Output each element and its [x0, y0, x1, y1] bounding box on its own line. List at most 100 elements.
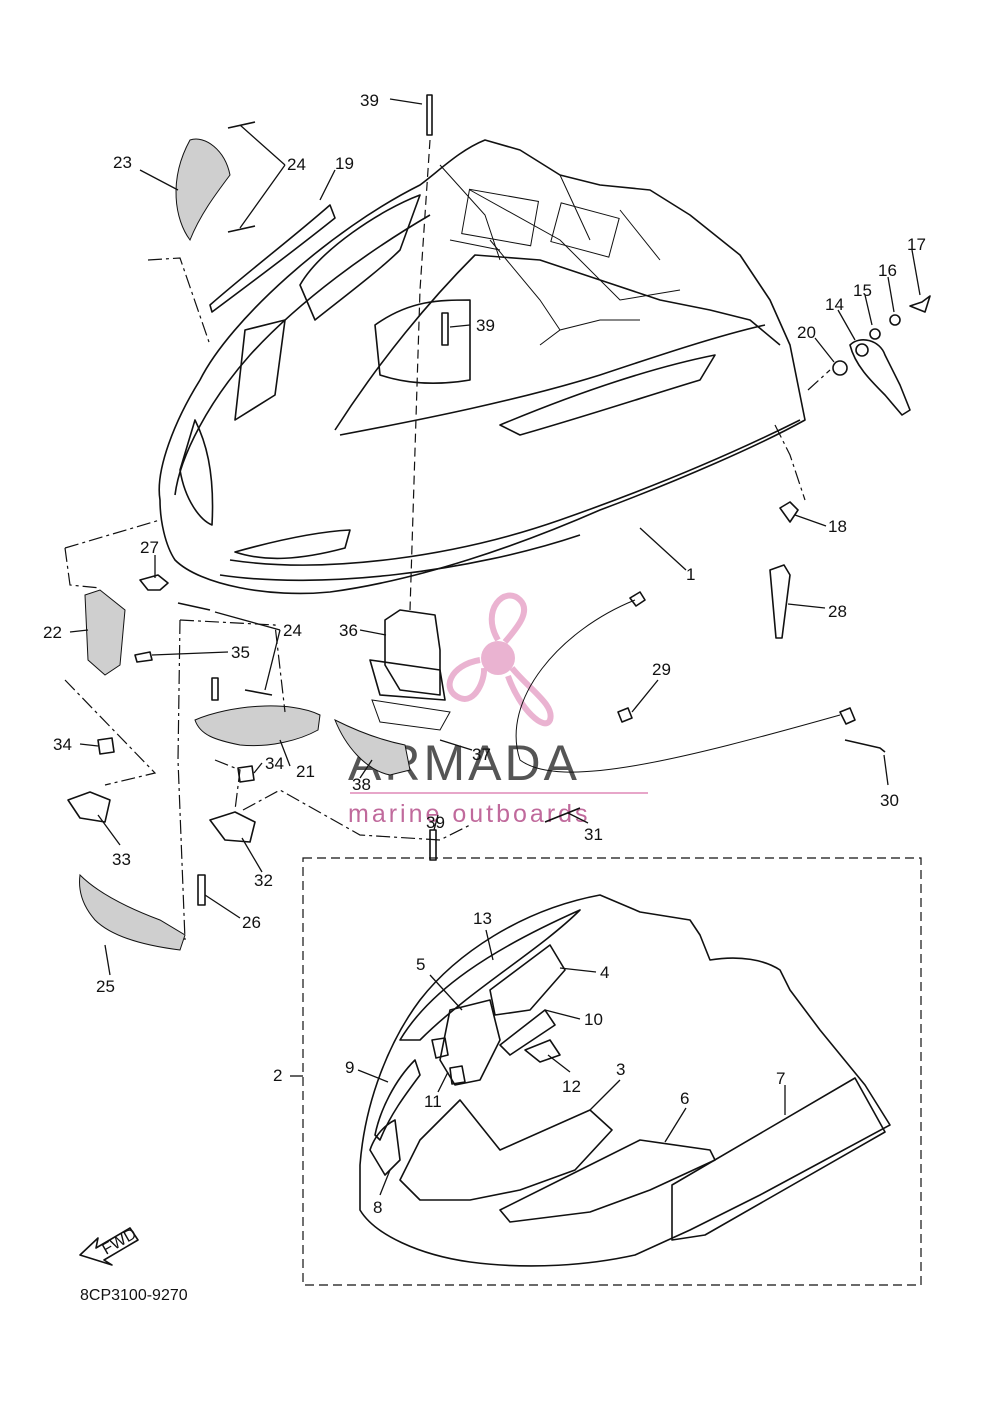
grill-part-25 [79, 873, 186, 951]
callout-30: 30 [880, 791, 899, 810]
callout-16: 16 [878, 261, 897, 280]
callout-25: 25 [96, 977, 115, 996]
callout-34: 34 [265, 754, 284, 773]
rivet-part-39-mid [441, 312, 449, 346]
decal-part-13 [399, 909, 581, 1041]
rivet-part-30 [839, 707, 886, 753]
grill-part-38 [334, 718, 411, 776]
nut-part-18 [779, 501, 799, 523]
callout-33: 33 [112, 850, 131, 869]
callout-24: 24 [283, 621, 302, 640]
rivets-part-24-top [227, 121, 256, 233]
decal-part-10 [499, 1009, 556, 1056]
nut-part-34b [237, 765, 255, 783]
callout-39: 39 [476, 316, 495, 335]
callout-39: 39 [360, 91, 379, 110]
decal-part-12 [524, 1039, 561, 1063]
callout-18: 18 [828, 517, 847, 536]
watermark-tagline: marine outboards [348, 800, 591, 828]
armada-watermark: ARMADA marine outboards [348, 592, 648, 828]
latch-lever-part-14 [849, 339, 911, 416]
screw-part-35 [134, 651, 153, 663]
callout-36: 36 [339, 621, 358, 640]
callouts: 39 23 24 19 39 17 16 15 14 20 18 1 28 27… [43, 91, 926, 1217]
grill-part-21 [194, 705, 321, 747]
clip-part-29 [617, 707, 633, 723]
callout-22: 22 [43, 623, 62, 642]
rivet-part-39-low [429, 829, 437, 861]
callout-27: 27 [140, 538, 159, 557]
callout-23: 23 [113, 153, 132, 172]
callout-8: 8 [373, 1198, 382, 1217]
callout-26: 26 [242, 913, 261, 932]
graphic-set-part-2 [302, 857, 922, 1286]
decal-part-9 [374, 1059, 421, 1141]
grill-part-22 [84, 589, 126, 676]
callout-37: 37 [472, 745, 491, 764]
grommet-part-20 [832, 360, 848, 376]
rivet-part-26 [197, 874, 206, 906]
callout-34: 34 [53, 735, 72, 754]
clip-part-11 [431, 1037, 466, 1085]
duct-part-36 [369, 609, 451, 731]
callout-13: 13 [473, 909, 492, 928]
callout-24: 24 [287, 155, 306, 174]
callout-3: 3 [616, 1060, 625, 1079]
rivet-part-39-top [426, 94, 433, 136]
decal-part-3 [399, 1099, 613, 1201]
clip-part-27 [139, 574, 169, 591]
fwd-label: FWD [99, 1225, 139, 1258]
fwd-arrow-icon: FWD [79, 1225, 139, 1266]
spring-part-31 [544, 807, 581, 823]
decal-part-7 [671, 1077, 886, 1241]
band-part-28 [769, 564, 791, 639]
cable-end-top [629, 591, 646, 607]
callout-2: 2 [273, 1066, 282, 1085]
callout-4: 4 [600, 963, 609, 982]
callout-20: 20 [797, 323, 816, 342]
callout-32: 32 [254, 871, 273, 890]
callout-12: 12 [562, 1077, 581, 1096]
callout-17: 17 [907, 235, 926, 254]
callout-5: 5 [416, 955, 425, 974]
bolt-part-17 [909, 295, 931, 313]
callout-1: 1 [686, 565, 695, 584]
callout-39: 39 [426, 813, 445, 832]
callout-31: 31 [584, 825, 603, 844]
leader-lines [69, 98, 921, 1196]
rivet-part-24-low [244, 689, 273, 696]
callout-28: 28 [828, 602, 847, 621]
decal-part-6 [499, 1139, 716, 1223]
decal-part-5 [439, 999, 501, 1086]
decal-part-8 [369, 1119, 401, 1176]
cable-line [515, 599, 841, 773]
bracket-part-32 [209, 811, 256, 843]
callout-10: 10 [584, 1010, 603, 1029]
nut-part-34a [97, 737, 115, 755]
fasteners [67, 94, 931, 906]
diagram-code: 8CP3100-9270 [80, 1287, 188, 1304]
propeller-logo-icon [446, 592, 554, 727]
stripe-part-19 [209, 204, 336, 313]
top-cowling-part-1 [158, 139, 806, 595]
screw-part-35b [211, 677, 219, 701]
callout-19: 19 [335, 154, 354, 173]
callout-11: 11 [424, 1092, 442, 1111]
callout-35: 35 [231, 643, 250, 662]
callout-7: 7 [776, 1069, 785, 1088]
grill-part-23 [175, 138, 231, 242]
callout-15: 15 [853, 281, 872, 300]
collar-part-15 [869, 328, 881, 340]
callout-29: 29 [652, 660, 671, 679]
callout-9: 9 [345, 1058, 354, 1077]
kit-boundary [302, 857, 922, 1286]
callout-38: 38 [352, 775, 371, 794]
callout-21: 21 [296, 762, 315, 781]
decal-part-4 [489, 944, 566, 1016]
rivet-part-24-mid [177, 602, 211, 611]
washer-part-16 [889, 314, 901, 326]
callout-14: 14 [825, 295, 844, 314]
callout-6: 6 [680, 1089, 689, 1108]
assembly-lines [64, 139, 831, 941]
